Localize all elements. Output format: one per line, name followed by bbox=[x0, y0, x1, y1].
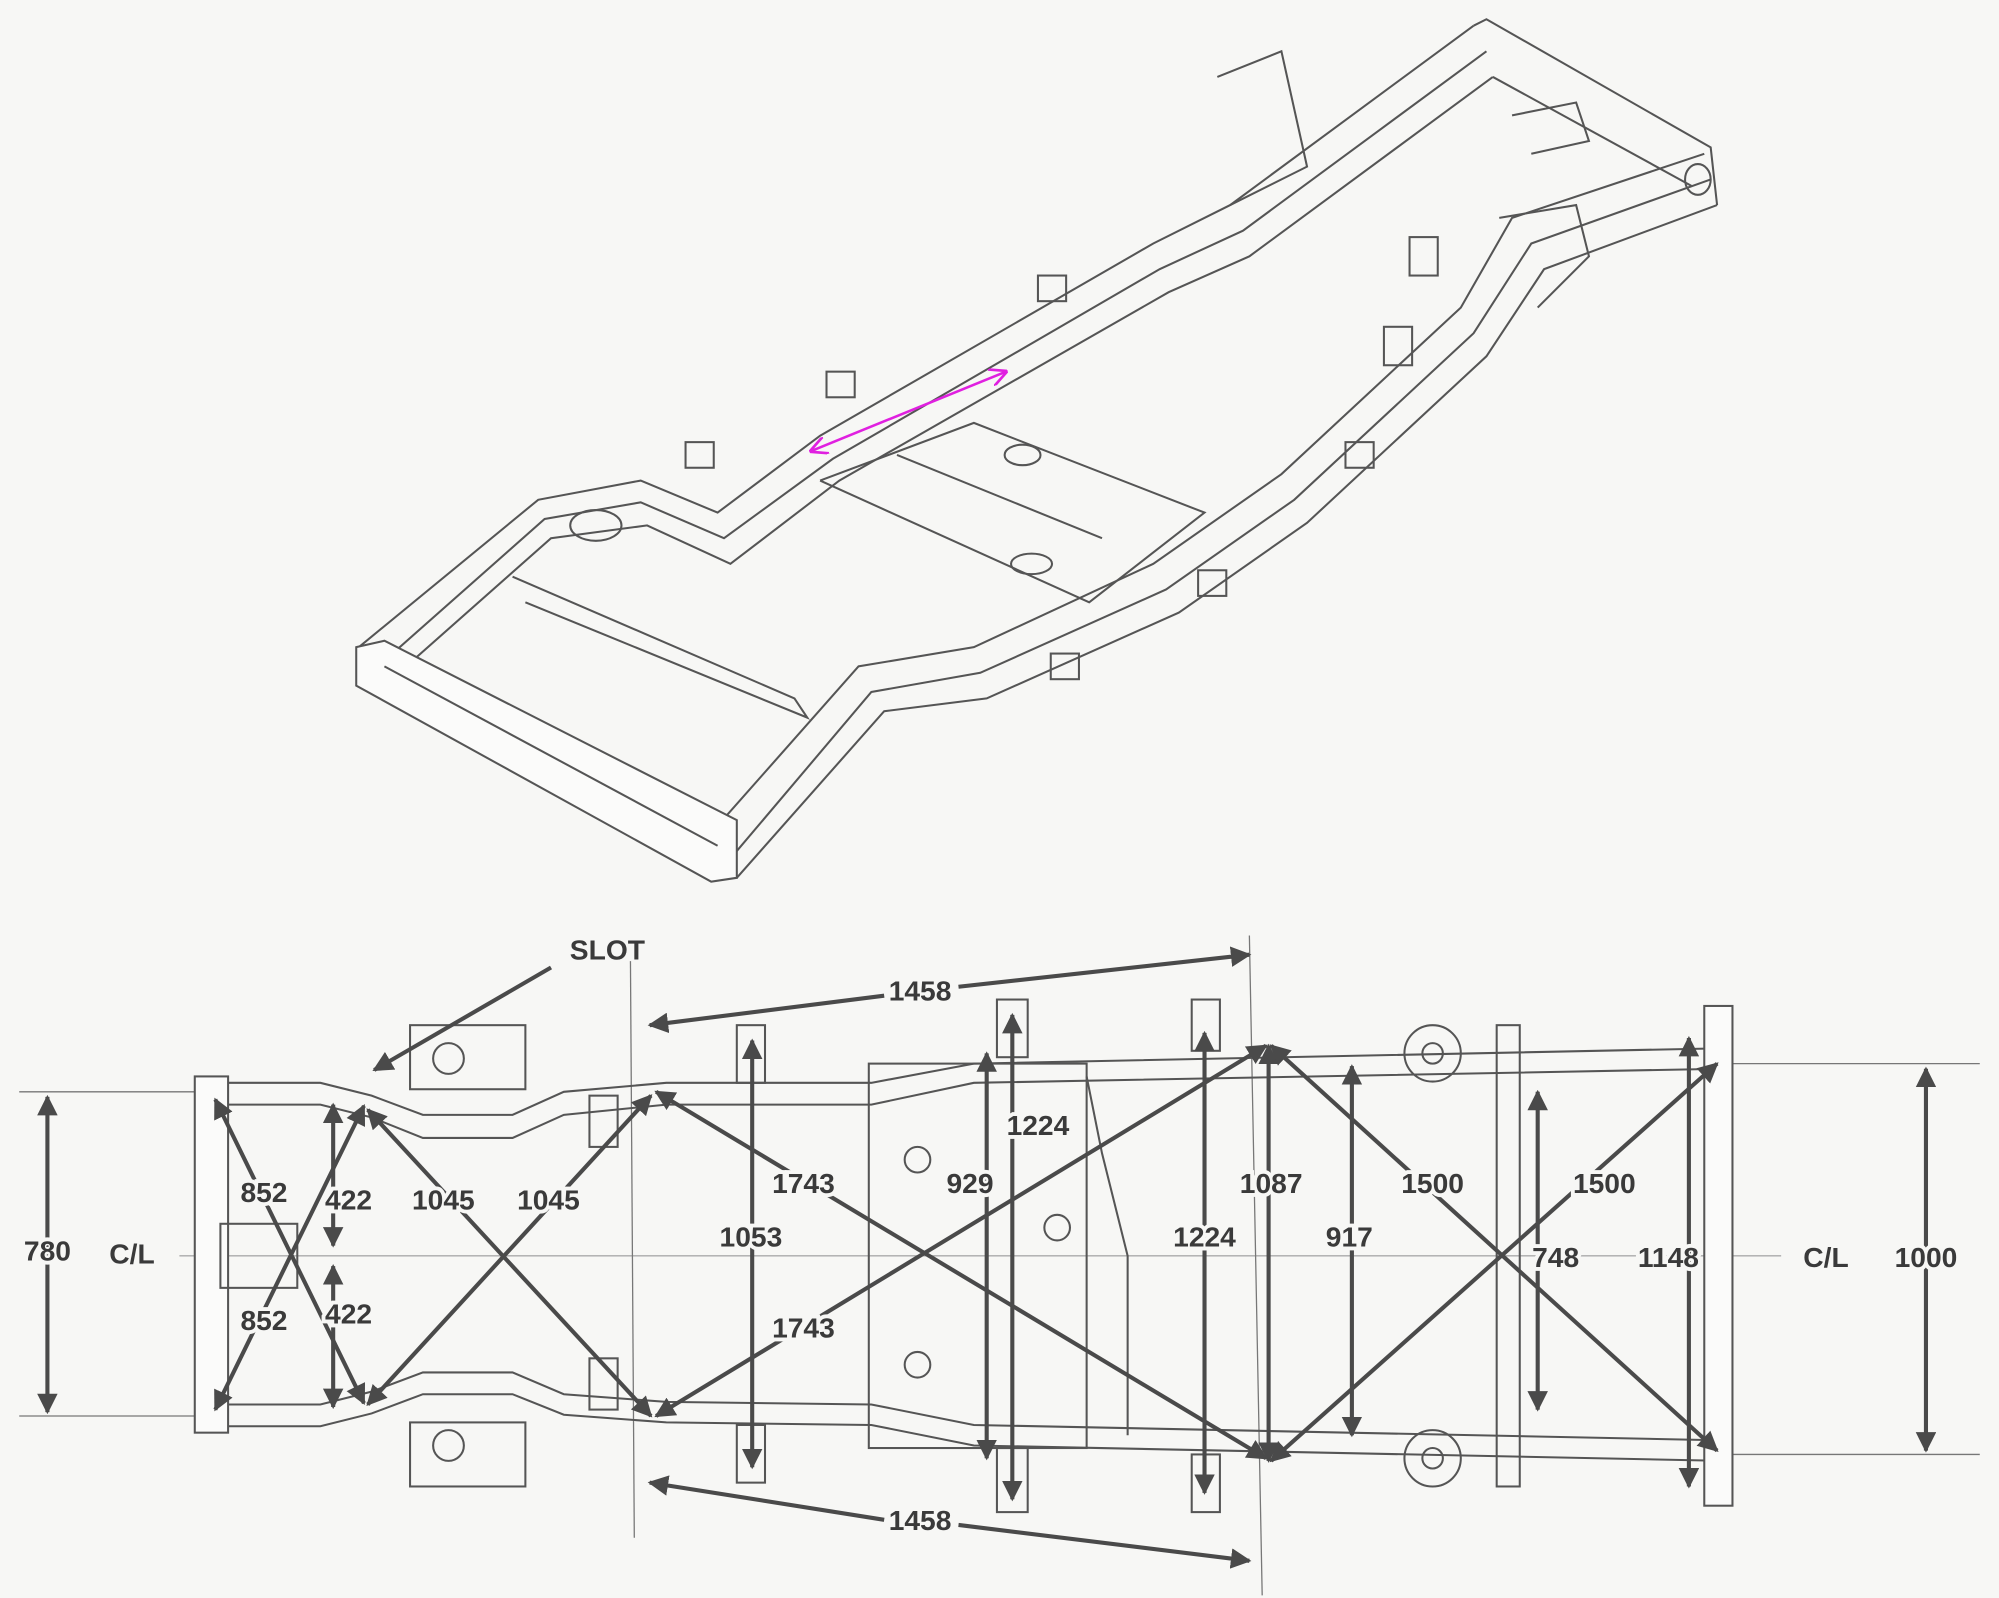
dim-917: 917 bbox=[1326, 1221, 1373, 1253]
right-frame-rail bbox=[710, 152, 1718, 879]
dim-1045-a: 1045 bbox=[412, 1183, 475, 1215]
centerline-label-left: C/L bbox=[109, 1237, 154, 1269]
dim-1743-top: 1743 bbox=[772, 1167, 835, 1199]
rear-crossmember bbox=[1473, 18, 1719, 206]
dim-1500-b: 1500 bbox=[1573, 1167, 1636, 1199]
front-crossmember bbox=[355, 639, 738, 883]
dim-422-top: 422 bbox=[325, 1183, 372, 1215]
slot-label: SLOT bbox=[570, 934, 645, 966]
dimension-labels: SLOT C/L C/L 780 852 852 422 422 1045 10… bbox=[20, 934, 1961, 1540]
mount-brackets bbox=[684, 236, 1439, 681]
dim-852-bottom: 852 bbox=[240, 1304, 287, 1336]
dim-1224-left: 1224 bbox=[1007, 1109, 1070, 1141]
isometric-frame-view bbox=[355, 18, 1719, 883]
dim-422-bottom: 422 bbox=[325, 1298, 372, 1330]
dim-1500-a: 1500 bbox=[1401, 1167, 1464, 1199]
front-crossmember-plan bbox=[193, 1075, 230, 1434]
reference-line-front bbox=[629, 961, 635, 1538]
dim-1000: 1000 bbox=[1895, 1241, 1958, 1273]
dim-1458-top: 1458 bbox=[889, 975, 952, 1007]
dim-852-top: 852 bbox=[240, 1176, 287, 1208]
dim-1458-bottom: 1458 bbox=[889, 1504, 952, 1536]
dimension-lines bbox=[37, 946, 1937, 1569]
cross-braces bbox=[512, 49, 1591, 720]
dim-1045-b: 1045 bbox=[517, 1183, 580, 1215]
plan-view-frame: SLOT C/L C/L 780 852 852 422 422 1045 10… bbox=[19, 934, 1980, 1596]
dim-929: 929 bbox=[947, 1167, 994, 1199]
dim-1224-right: 1224 bbox=[1173, 1221, 1236, 1253]
dim-1053: 1053 bbox=[720, 1221, 783, 1253]
rear-crossmember-plan bbox=[1703, 1004, 1734, 1507]
dim-1743-bottom: 1743 bbox=[772, 1312, 835, 1344]
dim-748: 748 bbox=[1532, 1241, 1579, 1273]
centerline-label-right: C/L bbox=[1803, 1241, 1848, 1273]
left-frame-rail bbox=[358, 24, 1494, 687]
dim-1087: 1087 bbox=[1240, 1167, 1303, 1199]
dim-1148: 1148 bbox=[1638, 1241, 1699, 1273]
reference-line-rear bbox=[1248, 935, 1263, 1596]
highlight-double-arrow bbox=[811, 372, 1006, 451]
dim-780: 780 bbox=[24, 1235, 71, 1267]
